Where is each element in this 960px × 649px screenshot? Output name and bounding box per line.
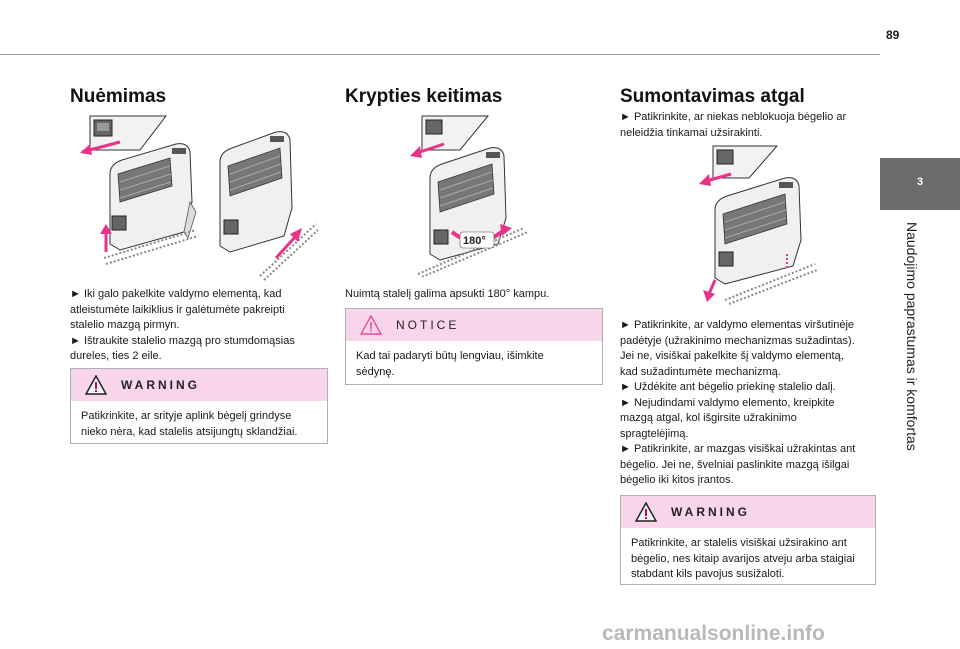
rotation-angle-label: 180° [463, 235, 486, 247]
reinstall-instructions: ► Patikrinkite, ar valdymo elementas vir… [620, 318, 855, 489]
top-rule [0, 54, 880, 55]
warning-header: WARNING [71, 369, 327, 401]
warning-label: WARNING [121, 378, 200, 392]
text-line: bėgelio, nes kitaip avarijos atveju arba… [631, 552, 855, 565]
warning-label: WARNING [671, 505, 750, 519]
notice-label: NOTICE [396, 318, 460, 332]
section-title-rotation: Krypties keitimas [345, 86, 503, 107]
warning-header: WARNING [621, 496, 875, 528]
text-line: kad sužadintumėte mechanizmą. [620, 365, 781, 378]
rotation-instructions: Nuimtą stalelį galima apsukti 180° kampu… [345, 287, 549, 303]
section-title-reinstall: Sumontavimas atgal [620, 86, 805, 107]
text-line: sėdynę. [356, 365, 395, 378]
chapter-tab[interactable]: 3 [880, 158, 960, 210]
text-line: Kad tai padaryti būtų lengviau, išimkite [356, 350, 544, 362]
text-line: Jei ne, visiškai pakelkite šį valdymo el… [620, 350, 844, 362]
text-line: stabdant kils pavojus susižaloti. [631, 568, 785, 580]
text-line: ► Patikrinkite, ar niekas neblokuoja bėg… [620, 111, 847, 123]
notice-icon [360, 315, 382, 335]
notice-text: Kad tai padaryti būtų lengviau, išimkite… [356, 349, 544, 380]
text-line: nieko nėra, kad stalelis atsijungtų skla… [81, 425, 298, 438]
text-line: Patikrinkite, ar stalelis visiškai užsir… [631, 537, 847, 549]
removal-illustration [80, 115, 319, 281]
text-line: atleistumėte laikiklius ir galėtumėte pa… [70, 303, 285, 316]
text-line: dureles, ties 2 eile. [70, 350, 162, 362]
warning-box: WARNING Patikrinkite, ar srityje aplink … [70, 368, 328, 444]
notice-box: NOTICE Kad tai padaryti būtų lengviau, i… [345, 308, 603, 385]
rotation-illustration: 180° [410, 115, 529, 277]
text-line: ► Ištraukite stalelio mazgą pro stumdomą… [70, 334, 295, 347]
warning-icon [635, 502, 657, 522]
reinstall-illustration [699, 145, 818, 305]
text-line: padėtyje (užrakinimo mechanizmas sužadin… [620, 334, 855, 347]
text-line: Nuimtą stalelį galima apsukti 180° kampu… [345, 288, 550, 300]
warning-icon [85, 375, 107, 395]
warning-text: Patikrinkite, ar stalelis visiškai užsir… [631, 536, 855, 583]
chapter-title: Naudojimo paprastumas ir komfortas [904, 222, 920, 451]
text-line: stalelio mazgą pirmyn. [70, 319, 180, 331]
removal-instructions: ► Iki galo pakelkite valdymo elementą, k… [70, 287, 295, 365]
text-line: bėgelio. Jei ne, švelniai paslinkite maz… [620, 458, 850, 471]
text-line: ► Uždėkite ant bėgelio priekinę stalelio… [620, 381, 836, 393]
reinstall-intro: ► Patikrinkite, ar niekas neblokuoja bėg… [620, 110, 846, 141]
text-line: mazgą atgal, kol išgirsite užrakinimo [620, 412, 797, 424]
text-line: ► Nejudindami valdymo elemento, kreipkit… [620, 396, 835, 409]
chapter-number: 3 [916, 176, 924, 188]
text-line: bėgelio iki kitos įrantos. [620, 474, 734, 486]
warning-box: WARNING Patikrinkite, ar stalelis visišk… [620, 495, 876, 585]
notice-header: NOTICE [346, 309, 602, 341]
text-line: spragtelėjimą. [620, 427, 689, 440]
warning-text: Patikrinkite, ar srityje aplink bėgelį g… [81, 409, 297, 440]
text-line: ► Patikrinkite, ar mazgas visiškai užrak… [620, 443, 856, 455]
section-title-removal: Nuėmimas [70, 86, 167, 107]
text-line: ► Iki galo pakelkite valdymo elementą, k… [70, 288, 282, 300]
text-line: ► Patikrinkite, ar valdymo elementas vir… [620, 319, 855, 331]
text-line: Patikrinkite, ar srityje aplink bėgelį g… [81, 410, 292, 422]
watermark: carmanualsonline.info [602, 622, 825, 645]
text-line: neleidžia tinkamai užsirakinti. [620, 126, 763, 139]
page-number: 89 [886, 28, 900, 42]
